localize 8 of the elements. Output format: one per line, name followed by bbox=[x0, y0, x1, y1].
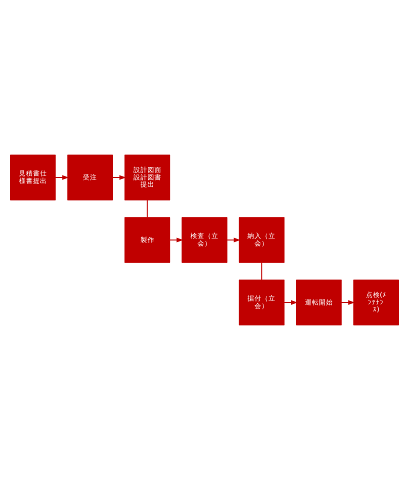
arrow bbox=[284, 300, 298, 305]
connector bbox=[261, 262, 262, 280]
arrow bbox=[341, 300, 355, 305]
connector bbox=[146, 200, 148, 218]
arrow bbox=[112, 175, 126, 180]
arrow bbox=[226, 238, 241, 242]
arrow bbox=[55, 175, 69, 180]
arrow bbox=[169, 238, 184, 242]
